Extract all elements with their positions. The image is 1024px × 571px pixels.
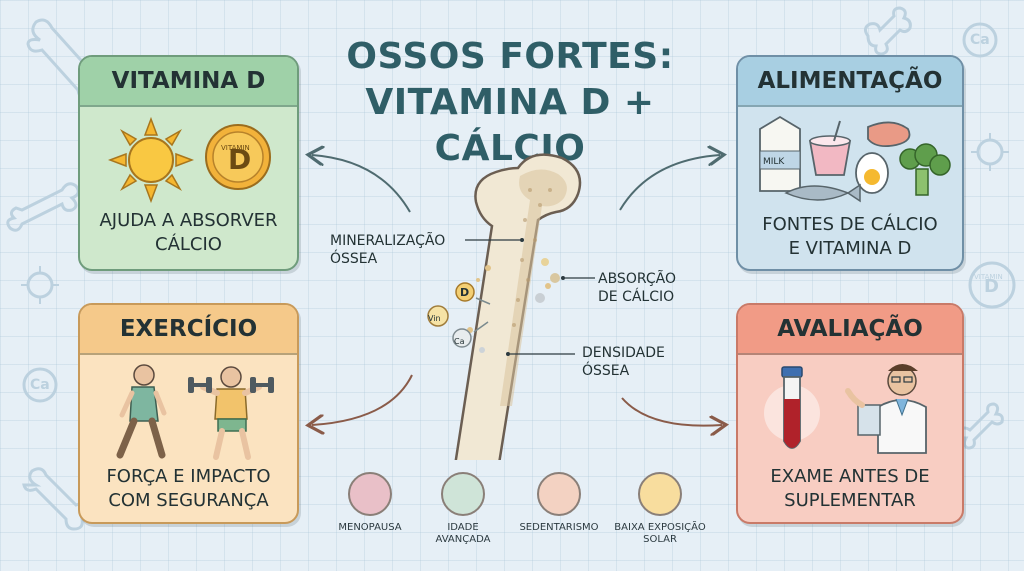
particle-arrow (473, 321, 489, 333)
dumbbell-icon (188, 377, 274, 393)
card-exercise: EXERCÍCIO FORÇA E IMPACTO COM SEGURANÇA (78, 303, 299, 524)
risk-label: BAIXA EXPOSIÇÃO SOLAR (614, 522, 706, 545)
particle-d-label: D (460, 286, 470, 299)
sun-decor-icon (976, 138, 1004, 166)
arrow-to-vitamin-d (312, 155, 411, 213)
vitamin-particle-icon (427, 305, 449, 327)
weightlifter-icon (188, 366, 274, 460)
card-header: VITAMINA D (80, 57, 297, 107)
ca-decor-label: Ca (970, 32, 990, 48)
card-caption: FONTES DE CÁLCIO E VITAMINA D (762, 214, 938, 259)
blood-test-tube-icon (764, 366, 820, 449)
card-assessment: AVALIAÇÃO EXAME ANTES DE SUPLEMENTAR (736, 303, 964, 524)
card-food: ALIMENTAÇÃO MILK FONTES DE (736, 55, 964, 271)
card-header: EXERCÍCIO (80, 305, 297, 355)
risk-label: IDADE AVANÇADA (435, 522, 491, 545)
particle-ca-label: Ca (454, 337, 465, 346)
ca-decor-icon (962, 22, 998, 58)
card-vitamin-d: VITAMINA D VITAMIN D AJUDA A ABSORVER CÁ… (78, 55, 299, 271)
egg-icon (855, 152, 889, 194)
bone-decor-icon (863, 6, 912, 56)
risk-menopause: MENOPAUSA (325, 472, 415, 534)
elderly-man-icon (441, 472, 485, 516)
page-title: OSSOS FORTES: VITAMINA D + CÁLCIO (300, 34, 720, 172)
card-caption: EXAME ANTES DE SUPLEMENTAR (770, 466, 930, 511)
risk-low-sun-exposure: BAIXA EXPOSIÇÃO SOLAR (612, 472, 708, 546)
vitamin-decor-letter: D (984, 276, 999, 297)
bone-spongy-texture (500, 169, 567, 406)
vitamin-d-badge-icon (205, 124, 271, 190)
meat-icon (867, 121, 911, 148)
particle-dots (467, 258, 560, 353)
risk-label: MENOPAUSA (338, 522, 402, 533)
sun-icon (108, 117, 194, 203)
card-header: AVALIAÇÃO (738, 305, 962, 355)
yogurt-cup-icon (808, 120, 852, 176)
sitting-person-icon (537, 472, 581, 516)
vitamin-decor-label: VITAMIN (974, 273, 1003, 281)
mineralization-label: MINERALIZAÇÃO ÓSSEA (330, 233, 446, 267)
ca-decor-icon (22, 367, 58, 403)
milk-carton-icon (759, 115, 801, 192)
risk-advanced-age: IDADE AVANÇADA (418, 472, 508, 546)
card-caption: FORÇA E IMPACTO COM SEGURANÇA (106, 466, 271, 511)
vitamin-d-particle-icon (455, 282, 475, 302)
risk-sedentary: SEDENTARISMO (514, 472, 604, 534)
absorption-label: ABSORÇÃO DE CÁLCIO (598, 271, 676, 305)
calcium-particle-icon (452, 328, 472, 348)
density-label: DENSIDADE ÓSSEA (582, 345, 665, 379)
card-header: ALIMENTAÇÃO (738, 57, 962, 107)
food-icons (759, 115, 951, 203)
ca-decor-label: Ca (30, 377, 50, 393)
particle-vit-label: Vin (428, 314, 441, 323)
arrow-to-exercise (312, 374, 413, 425)
arrow-to-assessment (621, 397, 722, 426)
title-line-1: OSSOS FORTES: (346, 36, 674, 77)
vitamin-decor-icon (968, 261, 1016, 309)
sun-icon (638, 472, 682, 516)
bone-decor-icon (6, 182, 80, 232)
sun-decor-icon (26, 271, 54, 299)
particle-arrow (475, 297, 491, 305)
doctor-icon (845, 364, 927, 454)
milk-label: MILK (763, 157, 785, 167)
badge-small-text: VITAMIN (221, 144, 250, 152)
woman-icon (348, 472, 392, 516)
broccoli-icon (899, 143, 951, 196)
badge-letter: D (228, 143, 252, 176)
card-caption: AJUDA A ABSORVER CÁLCIO (99, 210, 278, 255)
arrow-to-food (619, 155, 720, 211)
bone-illustration (454, 153, 582, 460)
walking-person-icon (116, 364, 167, 459)
clipboard-icon (857, 404, 881, 436)
fish-icon (784, 183, 861, 203)
title-line-2: VITAMINA D + CÁLCIO (365, 82, 655, 169)
risk-label: SEDENTARISMO (519, 522, 599, 533)
